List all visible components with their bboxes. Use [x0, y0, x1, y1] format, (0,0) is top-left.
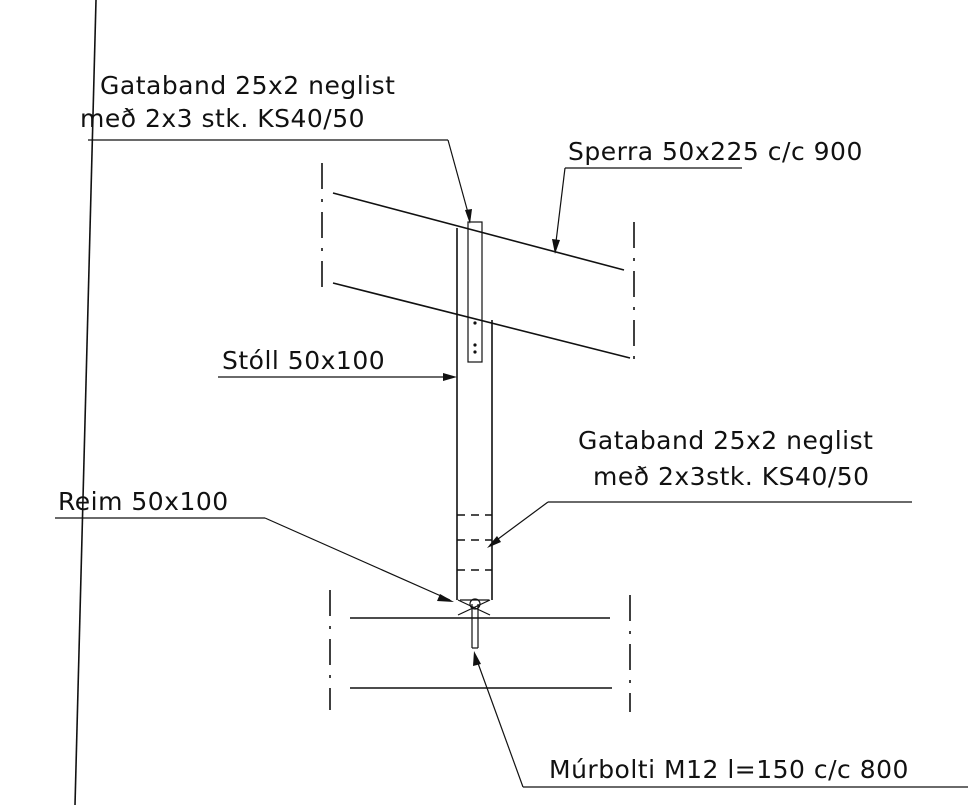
bottom-strap	[457, 514, 492, 601]
leader-sperra	[552, 167, 742, 254]
leader-reim	[55, 517, 454, 602]
leader-stoll	[218, 373, 457, 381]
drawing-border-line	[74, 0, 97, 805]
label-gataband-top-line2: með 2x3 stk. KS40/50	[80, 104, 365, 133]
leader-gataband-top	[88, 139, 472, 224]
anchor-bolt	[457, 598, 491, 649]
label-murbolti: Múrbolti M12 l=150 c/c 800	[549, 755, 909, 784]
rafter	[321, 163, 635, 367]
label-reim: Reim 50x100	[58, 487, 229, 516]
label-gataband-bottom-line1: Gataband 25x2 neglist	[578, 426, 873, 455]
post	[456, 228, 493, 600]
label-gataband-top-line1: Gataband 25x2 neglist	[100, 71, 395, 100]
leader-gataband-bottom	[487, 501, 912, 548]
top-strap	[467, 221, 483, 363]
label-sperra: Sperra 50x225 c/c 900	[568, 137, 863, 166]
label-stoll: Stóll 50x100	[222, 346, 385, 375]
label-gataband-bottom-line2: með 2x3stk. KS40/50	[593, 462, 870, 491]
sill-plate	[329, 590, 631, 712]
leader-murbolti	[473, 651, 968, 788]
